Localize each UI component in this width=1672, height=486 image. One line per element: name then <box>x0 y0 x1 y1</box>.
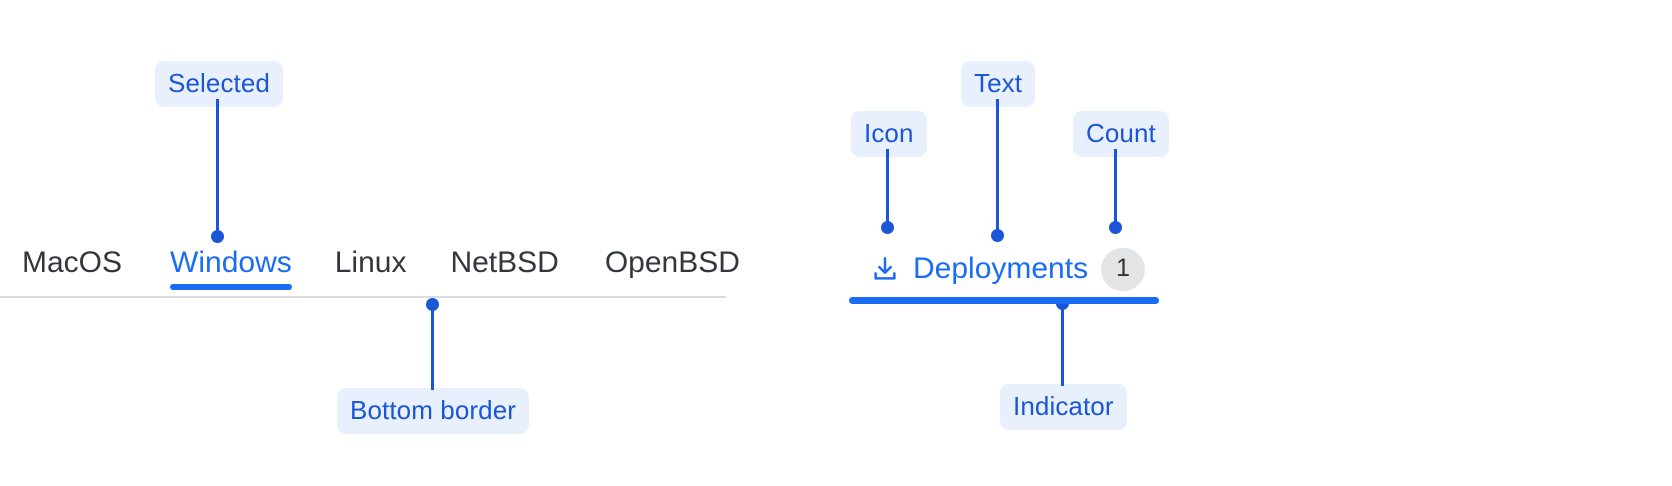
leader-dot-bottom-border <box>426 298 439 311</box>
leader-dot-text <box>991 229 1004 242</box>
deployments-tab[interactable]: Deployments 1 <box>849 246 1159 304</box>
leader-dot-count <box>1109 221 1122 234</box>
deployments-count-badge: 1 <box>1101 247 1146 291</box>
tab-openbsd-label: OpenBSD <box>604 246 740 279</box>
download-icon <box>870 254 900 284</box>
leader-dot-selected <box>211 230 224 243</box>
tab-openbsd[interactable]: OpenBSD <box>605 246 740 278</box>
callout-indicator: Indicator <box>1000 384 1127 430</box>
leader-line-indicator <box>1061 305 1064 386</box>
leader-line-icon <box>886 149 889 233</box>
callout-bottom-border: Bottom border <box>337 388 530 434</box>
leader-line-text <box>996 99 999 235</box>
os-tab-bar: MacOS Windows Linux NetBSD OpenBSD <box>0 246 740 298</box>
leader-line-bottom-border <box>431 308 434 390</box>
callout-text: Text <box>961 61 1036 107</box>
tab-netbsd[interactable]: NetBSD <box>450 246 558 278</box>
tab-linux[interactable]: Linux <box>335 246 407 278</box>
leader-line-selected <box>216 99 219 235</box>
tab-macos[interactable]: MacOS <box>22 246 122 278</box>
leader-line-count <box>1114 149 1117 233</box>
callout-count: Count <box>1073 111 1169 157</box>
leader-dot-icon <box>881 221 894 234</box>
tab-windows[interactable]: Windows <box>170 246 292 290</box>
tab-linux-label: Linux <box>334 246 407 279</box>
tab-windows-label: Windows <box>170 246 292 279</box>
deployments-tab-indicator <box>849 297 1159 304</box>
tab-netbsd-label: NetBSD <box>450 246 559 279</box>
deployments-tab-label: Deployments <box>913 252 1089 285</box>
tab-macos-label: MacOS <box>22 246 123 279</box>
selected-tab-underline <box>170 284 292 290</box>
